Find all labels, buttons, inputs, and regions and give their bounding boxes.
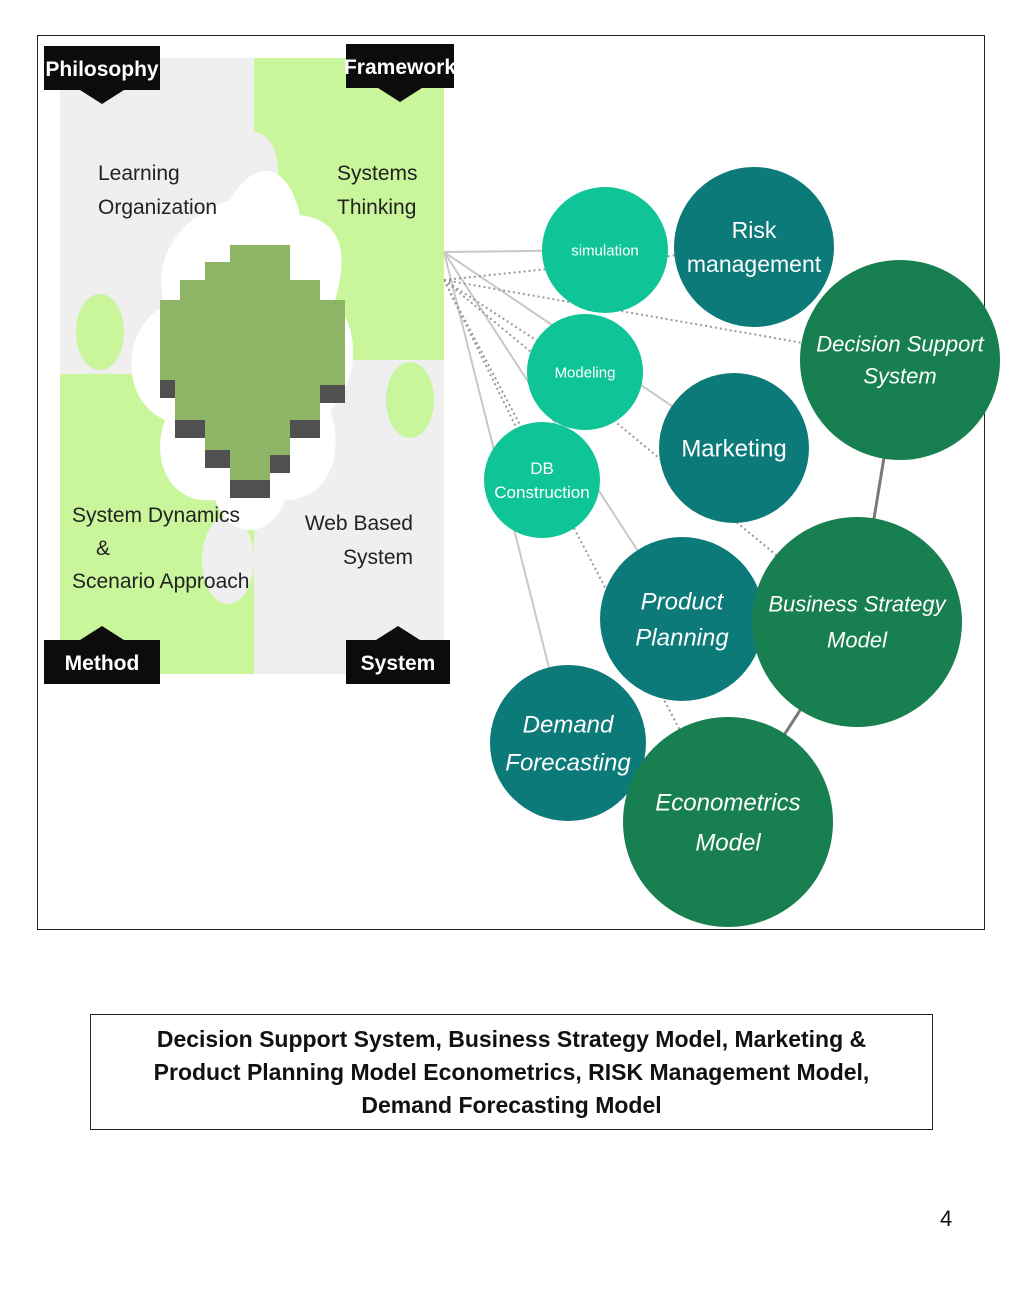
node-modeling-circle xyxy=(527,314,643,430)
node-modeling: Modeling xyxy=(527,314,643,430)
node-product-planning-label: Product xyxy=(641,588,725,615)
tag-system-label: System xyxy=(361,652,436,675)
web-based-system-label: System xyxy=(343,546,413,569)
node-demand-forecasting-label: Forecasting xyxy=(505,749,631,776)
node-demand-forecasting-circle xyxy=(490,665,646,821)
node-marketing-label: Marketing xyxy=(681,435,786,462)
node-marketing: Marketing xyxy=(659,373,809,523)
node-business-strategy-model-label: Model xyxy=(827,628,888,653)
node-simulation-label: simulation xyxy=(571,242,639,259)
caption-box: Decision Support System, Business Strate… xyxy=(90,1014,933,1130)
tag-system xyxy=(346,626,450,684)
tag-philosophy-label: Philosophy xyxy=(45,58,158,81)
node-risk-management: Risk management xyxy=(674,167,834,327)
tag-method-label: Method xyxy=(65,652,140,675)
connector-econometrics-model xyxy=(443,279,729,823)
node-econometrics-model-label: Model xyxy=(695,829,761,856)
node-simulation-circle xyxy=(542,187,668,313)
systems-thinking-label: Thinking xyxy=(337,196,416,219)
node-db-construction: DB Construction xyxy=(484,422,600,538)
node-econometrics-model-label: Econometrics xyxy=(655,789,800,816)
puzzle-knob xyxy=(202,516,254,604)
node-risk-management-label: management xyxy=(687,251,822,277)
page-number: 4 xyxy=(940,1206,953,1231)
node-modeling-label: Modeling xyxy=(555,364,616,381)
node-decision-support-system-label: System xyxy=(863,364,936,389)
figure-frame xyxy=(37,35,985,930)
learning-organization-label: Learning xyxy=(98,162,180,185)
node-product-planning-label: Planning xyxy=(635,624,729,651)
tag-philosophy xyxy=(44,46,160,104)
node-marketing-circle xyxy=(659,373,809,523)
tag-framework xyxy=(346,44,454,102)
node-risk-management-label: Risk xyxy=(732,217,777,243)
puzzle-knob xyxy=(386,362,434,438)
node-risk-management-circle xyxy=(674,167,834,327)
node-db-construction-label: Construction xyxy=(494,483,589,502)
system-dynamics-label: & xyxy=(96,537,110,560)
node-business-strategy-model-circle xyxy=(752,517,962,727)
puzzle-knob xyxy=(76,294,124,370)
systems-thinking-label: Systems xyxy=(337,162,418,185)
node-product-planning-circle xyxy=(600,537,764,701)
system-dynamics-label: Scenario Approach xyxy=(72,570,249,593)
node-demand-forecasting-label: Demand xyxy=(523,711,614,738)
node-econometrics-model-circle xyxy=(623,717,833,927)
node-decision-support-system-circle xyxy=(800,260,1000,460)
node-business-strategy-model-label: Business Strategy xyxy=(768,592,947,617)
caption-text: Decision Support System, Business Strate… xyxy=(153,1025,870,1118)
web-based-system-label: Web Based xyxy=(305,512,413,535)
tag-method xyxy=(44,626,160,684)
node-simulation: simulation xyxy=(542,187,668,313)
center-piece xyxy=(160,245,345,480)
learning-organization-label: Organization xyxy=(98,196,217,219)
node-decision-support-system-label: Decision Support xyxy=(816,332,984,357)
node-db-construction-circle xyxy=(484,422,600,538)
tag-framework-label: Framework xyxy=(344,56,456,79)
node-db-construction-label: DB xyxy=(530,459,554,478)
system-dynamics-label: System Dynamics xyxy=(72,504,240,527)
